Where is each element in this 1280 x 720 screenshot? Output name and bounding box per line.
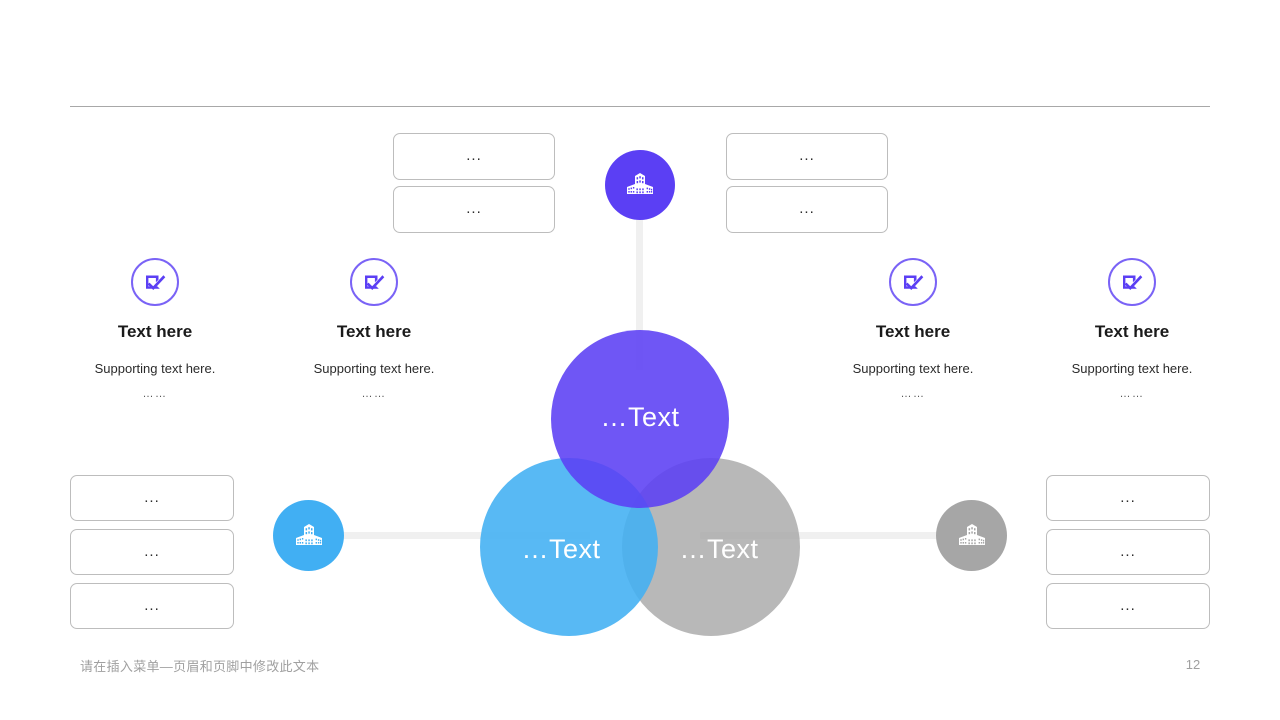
connector-left-horizontal xyxy=(330,532,590,539)
building-icon xyxy=(291,518,327,554)
callout-box-text: ... xyxy=(1120,488,1136,506)
checkbox-check-icon[interactable] xyxy=(131,258,179,306)
callout-box-text: ... xyxy=(1120,542,1136,560)
connector-top-vertical xyxy=(636,205,643,370)
footer-text: 请在插入菜单—页眉和页脚中修改此文本 xyxy=(80,659,320,674)
callout-box-text: ... xyxy=(466,147,482,164)
feature-subtitle: Supporting text here. xyxy=(852,360,974,376)
callout-box-text: ... xyxy=(1120,596,1136,614)
feature-ellipsis: …… xyxy=(361,388,387,401)
checkbox-check-icon[interactable] xyxy=(1108,258,1156,306)
feature-title: Text here xyxy=(1094,322,1170,341)
feature-column-4: Text here Supporting text here. …… xyxy=(1022,258,1242,400)
callout-box-text: ... xyxy=(799,147,815,164)
feature-column-2: Text here Supporting text here. …… xyxy=(264,258,484,400)
callout-box-right-2[interactable]: ... xyxy=(1046,529,1210,575)
venn-circle-purple[interactable]: …Text xyxy=(551,330,729,508)
callout-box-text: ... xyxy=(144,596,160,614)
callout-box-left-2[interactable]: ... xyxy=(70,529,234,575)
feature-ellipsis: …… xyxy=(1119,388,1145,401)
venn-label-blue: …Text xyxy=(521,533,601,564)
node-right-building[interactable] xyxy=(936,500,1007,571)
connector-right-horizontal xyxy=(700,532,950,539)
feature-title: Text here xyxy=(875,322,951,341)
callout-box-top-left-1[interactable]: ... xyxy=(393,133,555,180)
page-number: 12 xyxy=(1185,657,1201,672)
checkbox-check-icon[interactable] xyxy=(350,258,398,306)
feature-title: Text here xyxy=(336,322,412,341)
building-icon xyxy=(622,167,658,203)
feature-subtitle: Supporting text here. xyxy=(94,360,216,376)
callout-box-left-1[interactable]: ... xyxy=(70,475,234,521)
feature-subtitle: Supporting text here. xyxy=(1071,360,1193,376)
building-icon xyxy=(954,518,990,554)
callout-box-top-right-1[interactable]: ... xyxy=(726,133,888,180)
callout-box-text: ... xyxy=(799,200,815,217)
venn-label-gray: …Text xyxy=(679,533,759,564)
callout-box-left-3[interactable]: ... xyxy=(70,583,234,629)
feature-ellipsis: …… xyxy=(900,388,926,401)
callout-box-top-right-2[interactable]: ... xyxy=(726,186,888,233)
callout-box-text: ... xyxy=(144,488,160,506)
feature-column-3: Text here Supporting text here. …… xyxy=(803,258,1023,400)
checkbox-check-icon[interactable] xyxy=(889,258,937,306)
callout-box-right-1[interactable]: ... xyxy=(1046,475,1210,521)
feature-column-1: Text here Supporting text here. …… xyxy=(45,258,265,400)
callout-box-text: ... xyxy=(144,542,160,560)
node-top-building[interactable] xyxy=(605,150,675,220)
callout-box-right-3[interactable]: ... xyxy=(1046,583,1210,629)
feature-subtitle: Supporting text here. xyxy=(313,360,435,376)
feature-title: Text here xyxy=(117,322,193,341)
feature-ellipsis: …… xyxy=(142,388,168,401)
callout-box-text: ... xyxy=(466,200,482,217)
node-left-building[interactable] xyxy=(273,500,344,571)
header-divider xyxy=(70,106,1210,107)
callout-box-top-left-2[interactable]: ... xyxy=(393,186,555,233)
venn-label-purple: …Text xyxy=(600,401,680,432)
